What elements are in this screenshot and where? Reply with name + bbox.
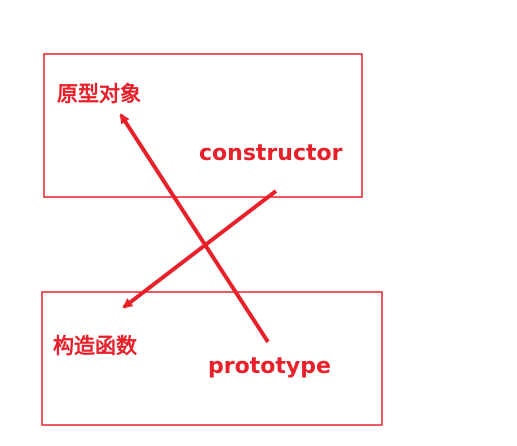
constructor-property-label: constructor bbox=[199, 141, 343, 166]
constructor-function-box bbox=[41, 291, 383, 426]
constructor-function-title: 构造函数 bbox=[53, 334, 138, 358]
constructor-arrow bbox=[122, 189, 278, 309]
prototype-arrow bbox=[119, 113, 270, 344]
prototype-property-label: prototype bbox=[208, 354, 331, 379]
prototype-object-box bbox=[43, 53, 363, 198]
prototype-object-title: 原型对象 bbox=[57, 82, 141, 106]
